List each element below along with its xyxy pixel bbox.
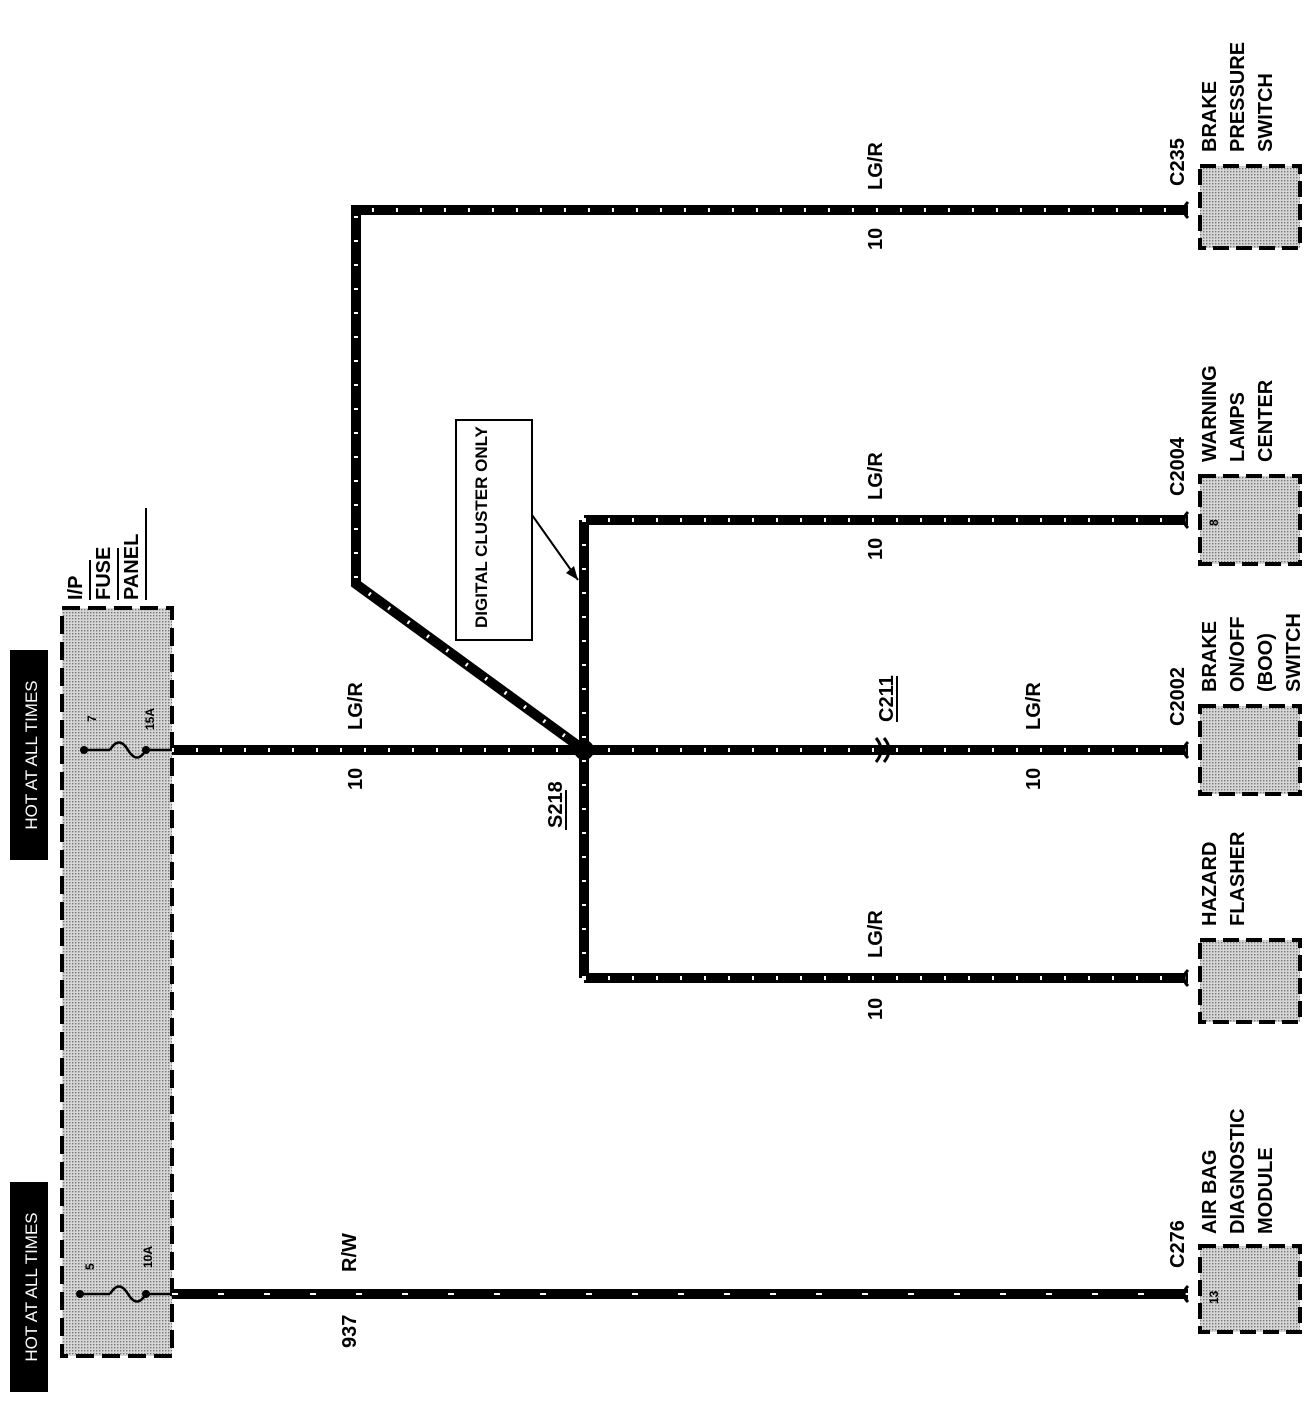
component-label-line: LAMPS [1227, 392, 1249, 462]
component-label-line: SWITCH [1255, 73, 1277, 152]
wire-gauge-label: 10 [345, 768, 367, 790]
wire-color-label: LG/R [345, 682, 367, 730]
component-brake-pressure-switch: C235 BRAKE PRESSURE SWITCH [1167, 42, 1302, 250]
connector-label: C235 [1167, 138, 1189, 186]
fuse-number: 7 [85, 715, 99, 722]
pin-number: 8 [1207, 519, 1221, 526]
wire-color-label: LG/R [865, 142, 887, 190]
connector-label: C2004 [1167, 436, 1189, 496]
inline-connector-label: C211 [876, 675, 898, 722]
wire-circuit-label: 937 [339, 1315, 361, 1348]
hot-label-bottom: HOT AT ALL TIMES [22, 1212, 41, 1361]
wire-label-boo: LG/R 10 [1023, 682, 1045, 790]
splice-label: S218 [545, 781, 567, 828]
wire-label-airbag: R/W 937 [339, 1233, 361, 1348]
fuse-7-15a: 7 15A [80, 708, 172, 759]
component-label-line: BRAKE [1199, 621, 1221, 692]
component-label-line: MODULE [1255, 1147, 1277, 1234]
fuse-rating: 15A [143, 708, 157, 730]
note-text: DIGITAL CLUSTER ONLY [472, 426, 491, 628]
component-label-line: DIAGNOSTIC [1227, 1108, 1249, 1234]
component-label-line: PRESSURE [1227, 42, 1249, 152]
ip-fuse-panel: I/P FUSE PANEL [60, 508, 174, 1358]
inline-connector-c211: C211 [874, 675, 898, 763]
wire-label-hazard: LG/R 10 [865, 910, 887, 1020]
wire-color-label: LG/R [865, 910, 887, 958]
wire-color-label: LG/R [1023, 682, 1045, 730]
wire-gauge-label: 10 [865, 228, 887, 250]
component-label-line: SWITCH [1283, 613, 1304, 692]
component-label-line: FLASHER [1227, 831, 1249, 926]
wire-label-warning: LG/R 10 [865, 452, 887, 560]
wire-gauge-label: 10 [865, 998, 887, 1020]
fuse-panel-label-line2: FUSE [93, 547, 115, 600]
wire-color-label: R/W [339, 1233, 361, 1272]
hot-at-all-times-bar-bottom: HOT AT ALL TIMES [10, 1182, 48, 1392]
component-label-line: (BOO) [1255, 633, 1277, 692]
fuse-5-10a: 5 10A [76, 1246, 172, 1303]
wire-gauge-label: 10 [865, 538, 887, 560]
component-label-line: CENTER [1255, 379, 1277, 462]
fuse-panel-label-line1: I/P [65, 576, 87, 600]
hot-label-top: HOT AT ALL TIMES [22, 680, 41, 829]
pin-number: 13 [1207, 1290, 1221, 1304]
wire-label-brake-pressure: LG/R 10 [865, 142, 887, 250]
wire-gauge-label: 10 [1023, 768, 1045, 790]
component-air-bag-diagnostic-module: 13 C276 AIR BAG DIAGNOSTIC MODULE [1167, 1108, 1302, 1334]
component-boo-switch: C2002 BRAKE ON/OFF (BOO) SWITCH [1167, 613, 1304, 796]
wire-color-label: LG/R [865, 452, 887, 500]
component-label-line: AIR BAG [1199, 1150, 1221, 1234]
fuse-rating: 10A [141, 1246, 155, 1268]
component-label-line: WARNING [1199, 365, 1221, 462]
hot-at-all-times-bar-top: HOT AT ALL TIMES [10, 650, 48, 860]
fuse-number: 5 [83, 1263, 97, 1270]
component-label-line: BRAKE [1199, 81, 1221, 152]
wire-lg-r-to-brake-pressure [351, 205, 1188, 755]
digital-cluster-note: DIGITAL CLUSTER ONLY [455, 419, 579, 641]
wire-label-main: LG/R 10 [345, 682, 367, 790]
component-label-line: ON/OFF [1227, 616, 1249, 692]
component-hazard-flasher: HAZARD FLASHER [1182, 831, 1302, 1024]
connector-label: C2002 [1167, 667, 1189, 726]
fuse-panel-label-line3: PANEL [121, 534, 143, 600]
component-warning-lamps-center: 8 C2004 WARNING LAMPS CENTER [1167, 365, 1302, 566]
connector-label: C276 [1167, 1220, 1189, 1268]
splice-s218: S218 [545, 740, 594, 830]
component-label-line: HAZARD [1199, 842, 1221, 926]
